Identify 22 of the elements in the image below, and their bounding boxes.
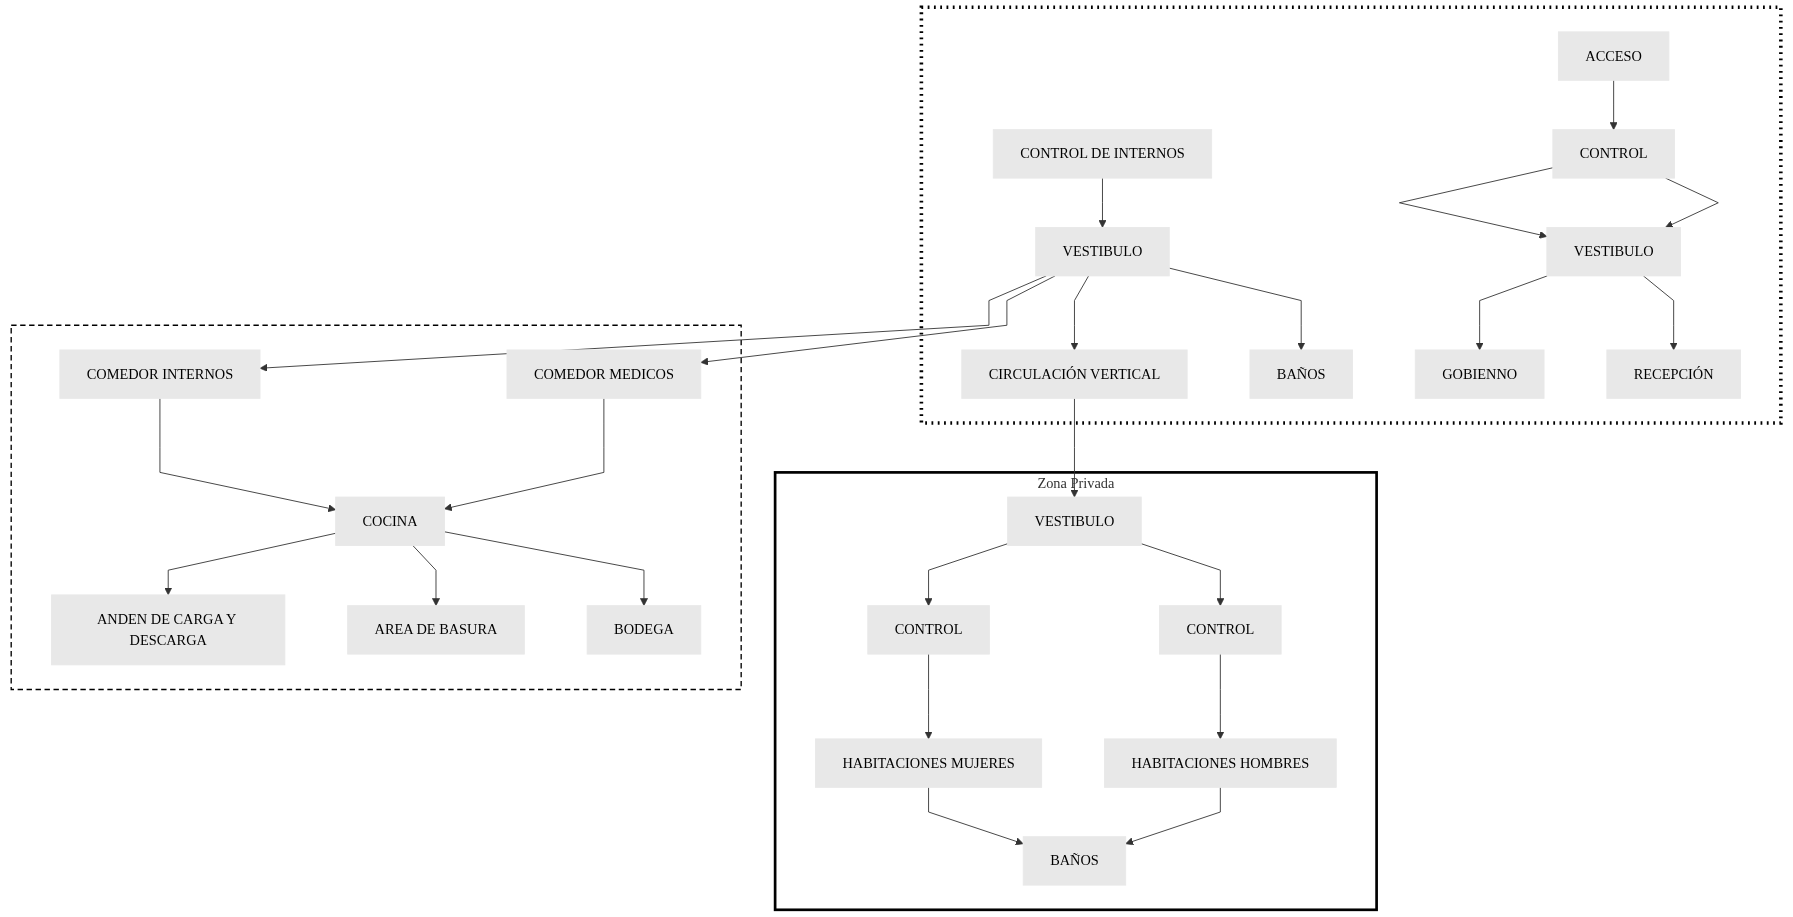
- node-box: VESTIBULO: [1007, 496, 1143, 546]
- node-box: BODEGA: [587, 605, 702, 655]
- node-box: CONTROL: [867, 605, 991, 655]
- cluster: [11, 324, 743, 691]
- node-box: BAÑOS: [1250, 349, 1354, 399]
- node-box: VESTIBULO: [1546, 227, 1682, 277]
- node-box: CONTROL: [1552, 129, 1676, 179]
- node-box: HABITACIONES MUJERES: [815, 738, 1043, 788]
- node-box: ANDEN DE CARGA Y DESCARGA: [51, 594, 286, 666]
- node-box: CIRCULACIÓN VERTICAL: [961, 349, 1189, 399]
- node-box: VESTIBULO: [1035, 227, 1171, 277]
- node-box: AREA DE BASURA: [347, 605, 526, 655]
- node-box: HABITACIONES HOMBRES: [1104, 738, 1338, 788]
- node-box: CONTROL: [1159, 605, 1283, 655]
- node-box: COMEDOR MEDICOS: [507, 349, 702, 399]
- node-box: GOBIENNO: [1415, 349, 1545, 399]
- node-box: RECEPCIÓN: [1606, 349, 1742, 399]
- node-box: BAÑOS: [1023, 836, 1127, 886]
- node-box: COCINA: [335, 496, 446, 546]
- node-box: ACCESO: [1558, 31, 1670, 81]
- node-box: CONTROL DE INTERNOS: [993, 129, 1213, 179]
- node-box: COMEDOR INTERNOS: [59, 349, 261, 399]
